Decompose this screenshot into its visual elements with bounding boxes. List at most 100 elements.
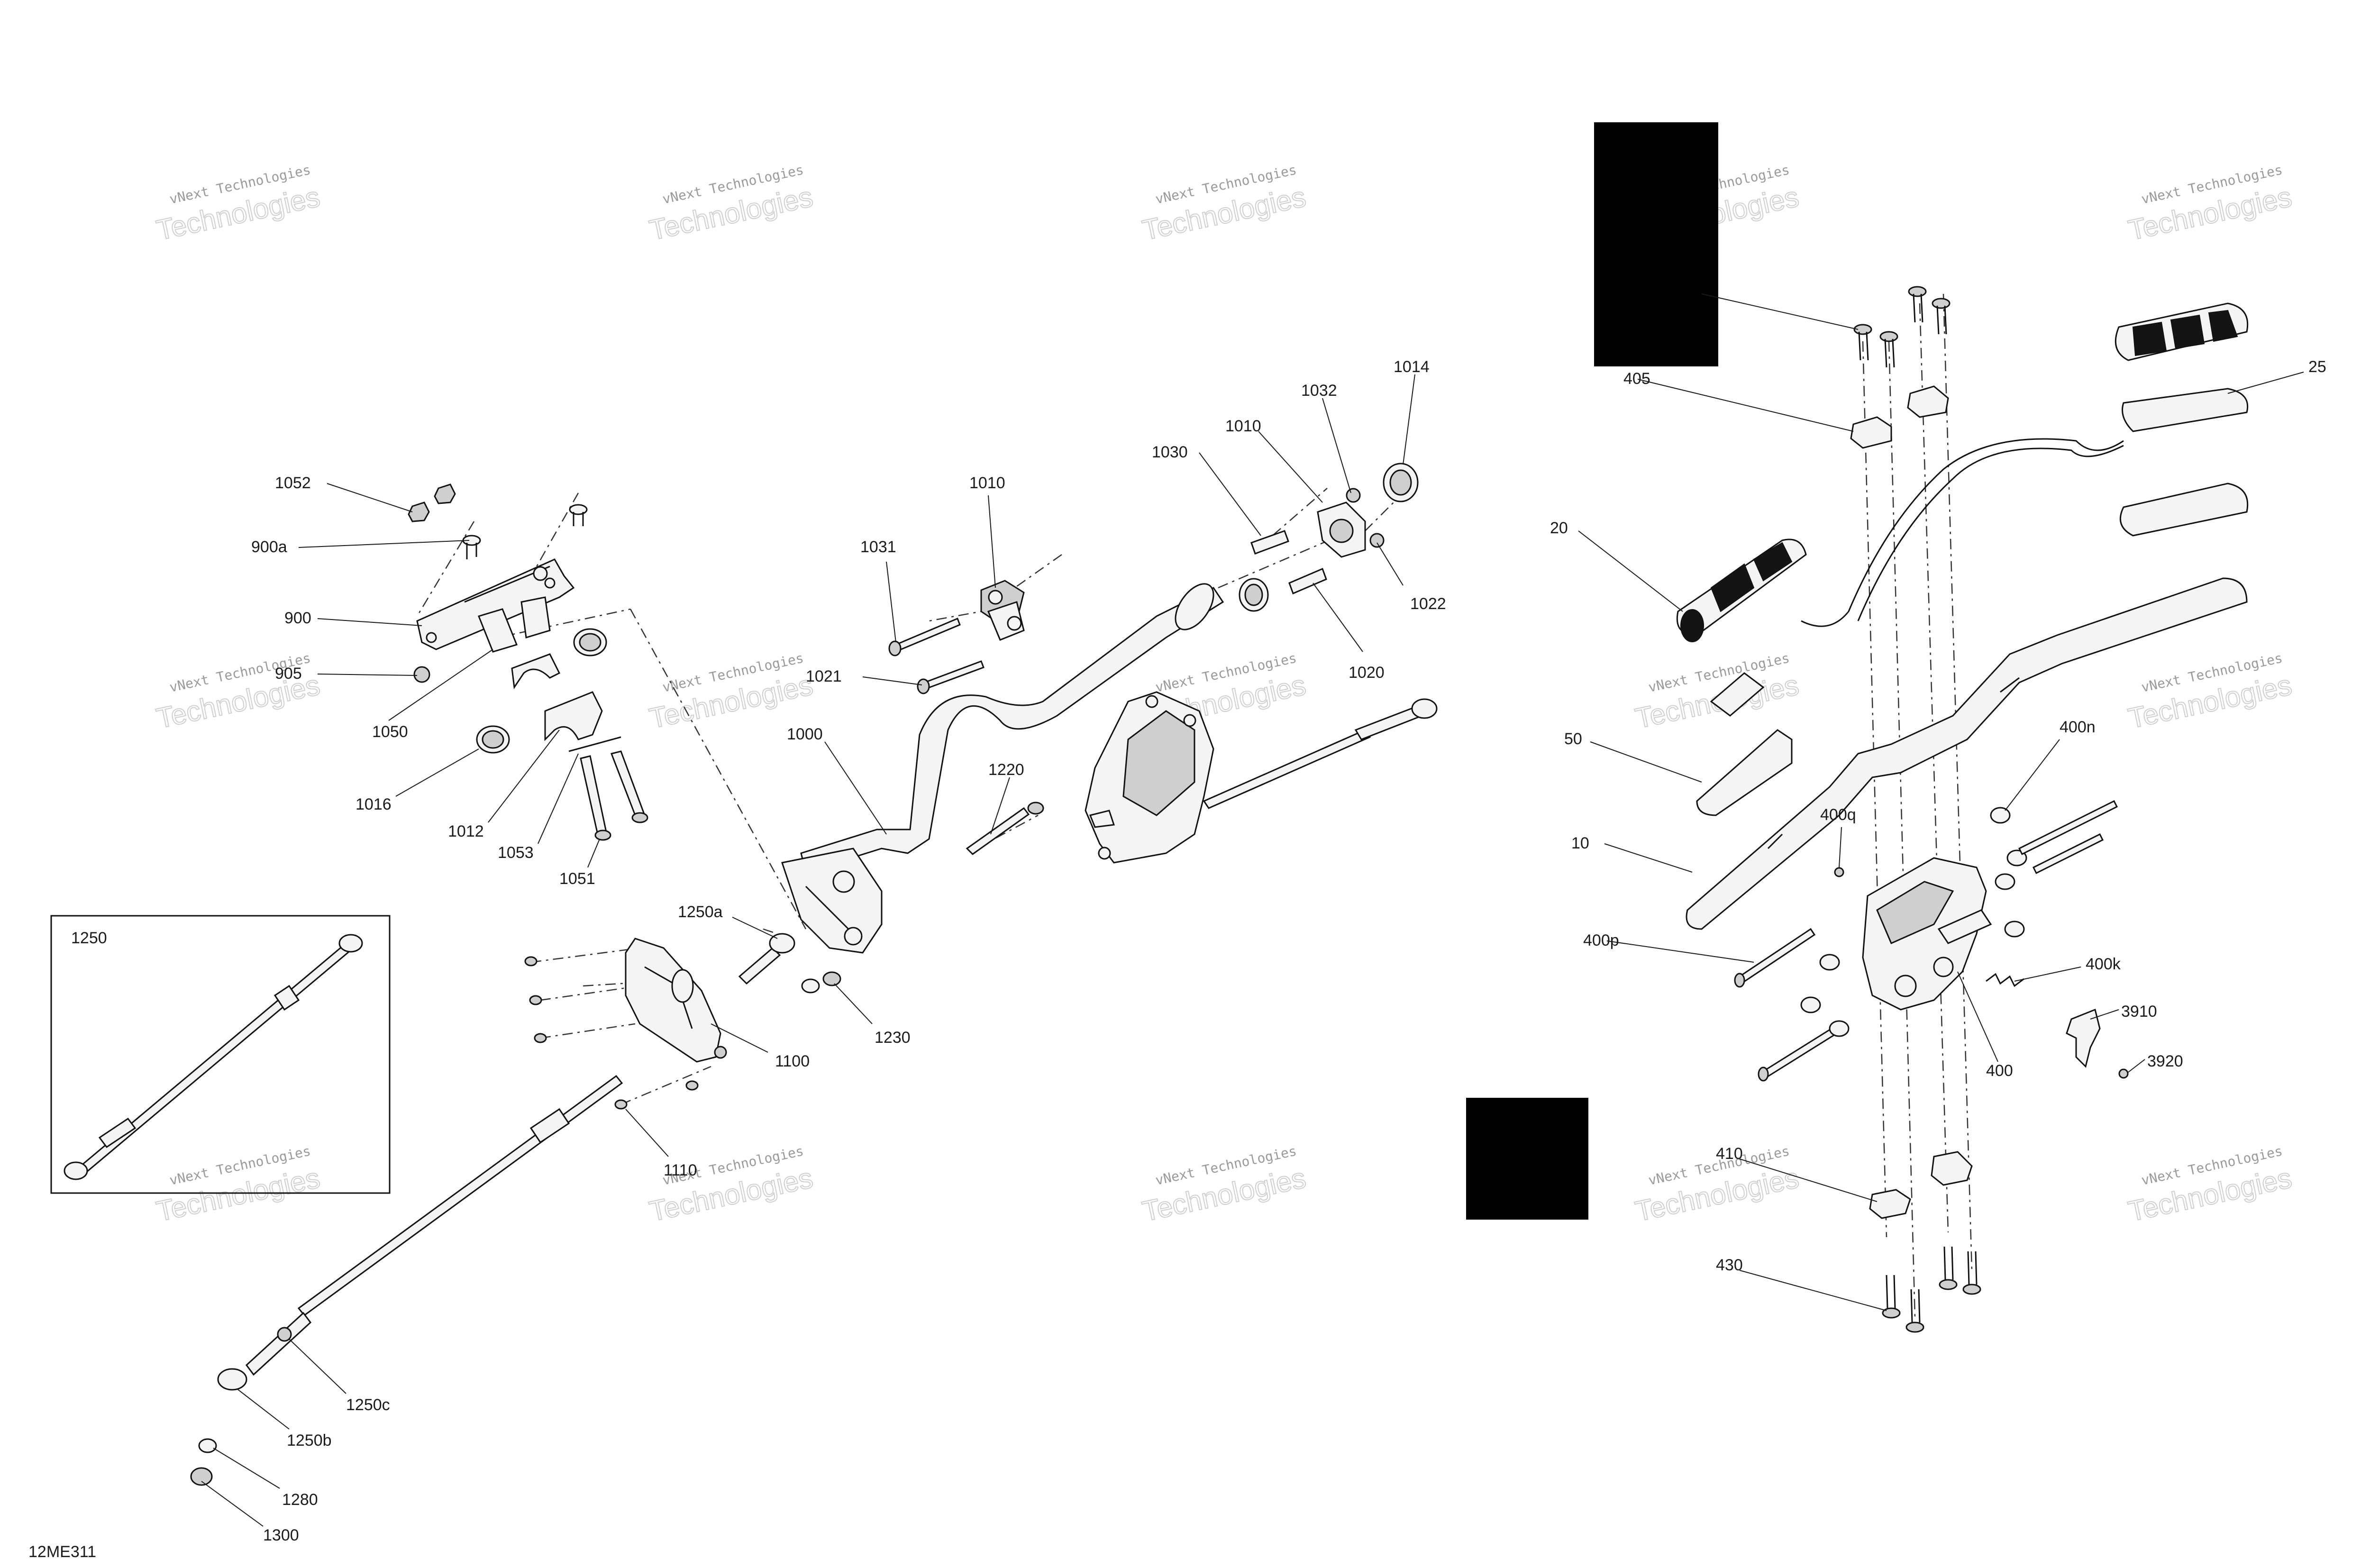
callout-1014: 1014 <box>1394 358 1430 376</box>
callout-400: 400 <box>1986 1062 2013 1080</box>
diagram-id: 12ME311 <box>28 1543 96 1561</box>
bracket-900 <box>416 558 575 650</box>
redaction-block-top <box>1594 122 1718 366</box>
screw-3920 <box>2118 1068 2129 1079</box>
callout-400q: 400q <box>1820 806 1856 824</box>
cover-1100 <box>625 938 727 1063</box>
alignment-line <box>530 947 640 963</box>
callout-1280: 1280 <box>282 1491 318 1509</box>
bushing-1050 <box>477 608 518 653</box>
callout-400k: 400k <box>2086 955 2121 973</box>
alignment-line <box>629 609 807 930</box>
callout-1250: 1250 <box>71 929 107 947</box>
callout-1052: 1052 <box>275 474 311 492</box>
washer-1280 <box>198 1438 217 1453</box>
callout-900a: 900a <box>251 538 287 556</box>
screw-400q <box>1834 867 1844 877</box>
tie-rod-right <box>1203 698 1438 809</box>
alignment-line <box>763 928 778 935</box>
seal-1014 <box>1383 463 1419 502</box>
callout-1031: 1031 <box>860 538 896 556</box>
callout-1250a: 1250a <box>678 903 723 921</box>
callout-1230: 1230 <box>875 1029 911 1047</box>
callout-50: 50 <box>1564 730 1582 748</box>
tie-rod-end-1250a <box>738 933 795 985</box>
tie-rod-1250 <box>217 1075 623 1391</box>
alignment-line <box>1919 303 1949 1233</box>
spring-400k <box>1986 973 2024 987</box>
nut-1022 <box>1369 533 1385 548</box>
bar-end <box>2119 483 2249 537</box>
bolt-400p-lower-head <box>1758 1067 1769 1082</box>
nut-1300 <box>190 1467 213 1486</box>
grip-20 <box>1676 538 1807 642</box>
callout-1012: 1012 <box>448 822 484 840</box>
seal-1016b <box>476 725 510 754</box>
bolt-1021 <box>917 660 984 694</box>
callout-400p: 400p <box>1583 931 1619 949</box>
callout-905: 905 <box>275 665 302 683</box>
alignment-line <box>416 521 475 617</box>
pin-1030 <box>1250 530 1289 555</box>
callout-1010-right: 1010 <box>1225 417 1261 435</box>
callout-1053: 1053 <box>498 844 534 862</box>
bolts-430 <box>1882 1246 1981 1333</box>
inset-1250 <box>50 915 391 1194</box>
alignment-line <box>1365 497 1399 531</box>
gearbox-housing <box>1085 691 1214 864</box>
alignment-line <box>1862 341 1887 1238</box>
bolt-400p <box>1738 928 1816 984</box>
clamp-1050 <box>511 653 561 690</box>
callout-1250b: 1250b <box>287 1431 332 1449</box>
alignment-line <box>583 980 659 987</box>
callout-1050: 1050 <box>372 723 408 741</box>
steering-column-1000 <box>781 583 1224 954</box>
bolt-1051 <box>580 755 611 841</box>
top-bolts <box>1853 286 1951 368</box>
clamp-1012 <box>544 691 603 741</box>
nut-1032 <box>1346 488 1361 503</box>
bolt-right-lower <box>2032 833 2104 875</box>
callout-1300: 1300 <box>263 1526 299 1544</box>
alignment-line <box>1942 293 1973 1271</box>
bolt-400p-head <box>1734 973 1745 988</box>
clamp-410 <box>1869 1151 1973 1219</box>
callout-1016: 1016 <box>356 795 392 813</box>
nut-1052b <box>434 483 456 504</box>
bolt-1220 <box>966 802 1044 855</box>
callout-1022: 1022 <box>1410 595 1446 613</box>
clamp-1010-right <box>1317 501 1366 558</box>
alignment-line <box>620 1066 711 1105</box>
handlebar-10 <box>1686 577 2248 930</box>
callout-1051: 1051 <box>559 870 595 888</box>
callout-1020: 1020 <box>1349 664 1385 682</box>
alignment-line <box>497 608 631 638</box>
grip-heated-right <box>2115 302 2249 361</box>
nuts-400n <box>1990 807 2027 938</box>
clamp-1010 <box>980 580 1025 641</box>
spacer-1053 <box>568 736 621 752</box>
callout-3910: 3910 <box>2121 1003 2157 1021</box>
callout-430: 430 <box>1716 1256 1743 1274</box>
callout-1032: 1032 <box>1301 382 1337 400</box>
screws-1110 <box>524 956 699 1110</box>
washer-905 <box>413 666 430 683</box>
callout-1100: 1100 <box>775 1052 810 1070</box>
handlebar-assembly <box>1676 286 2249 1333</box>
washers-left <box>1800 954 1850 1037</box>
callout-1250c: 1250c <box>346 1396 390 1414</box>
leader-lines <box>201 293 2304 1527</box>
callout-1010: 1010 <box>969 474 1005 492</box>
alignment-line <box>540 985 640 1001</box>
bolt-1031 <box>888 618 961 656</box>
callout-1000: 1000 <box>787 725 823 743</box>
callout-3920: 3920 <box>2147 1052 2183 1070</box>
seal-1016 <box>573 628 607 656</box>
nut-1230 <box>801 971 841 994</box>
alignment-line <box>540 1023 636 1039</box>
callout-1021: 1021 <box>806 667 842 685</box>
bolt-900a <box>462 535 481 559</box>
clamp-405 <box>1850 385 1949 449</box>
callout-25: 25 <box>2308 358 2326 376</box>
